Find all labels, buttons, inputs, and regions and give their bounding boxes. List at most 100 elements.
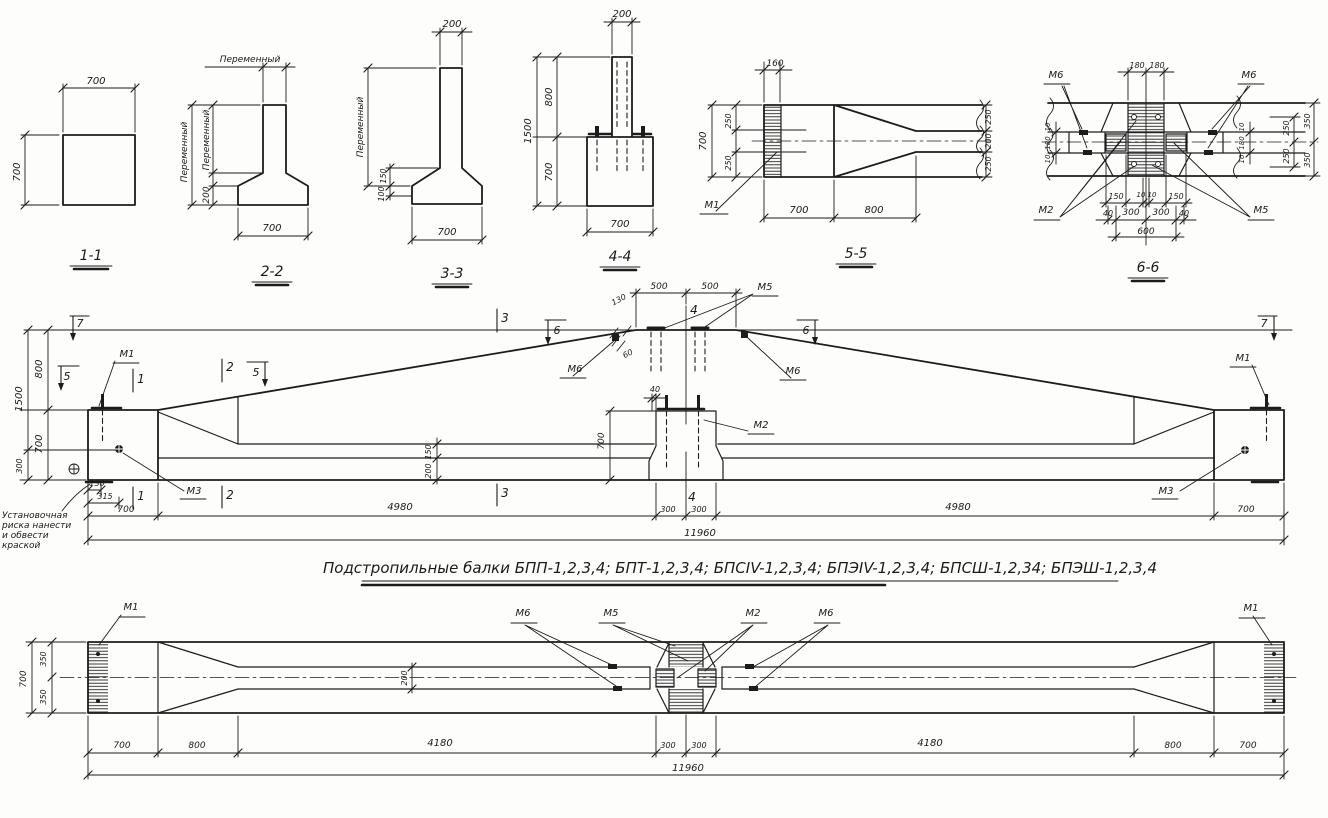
dim-label: 10 xyxy=(1238,122,1246,131)
dim-label: Переменный xyxy=(202,110,212,171)
dim-label: 315 xyxy=(97,492,112,501)
dim-label: 250 xyxy=(724,155,733,170)
dim-label: 1500 xyxy=(14,386,25,411)
dim-label: 800 xyxy=(188,741,205,751)
view-title: 5-5 xyxy=(845,246,868,262)
dim-label: 300 xyxy=(660,741,675,750)
dim-label: 200 xyxy=(202,186,212,203)
note-line: краской xyxy=(2,541,41,551)
part-mark-m2: М2 xyxy=(754,420,769,431)
dim-label: 10 xyxy=(1148,191,1157,199)
dim-label: 4980 xyxy=(387,502,412,513)
part-mark-m5: М5 xyxy=(1254,205,1269,216)
drawing-title-underline xyxy=(360,580,1119,587)
dim-label: 300 xyxy=(15,458,24,473)
dim-label: 11960 xyxy=(684,528,716,539)
part-mark-m6: М6 xyxy=(819,608,834,619)
part-mark-m1: М1 xyxy=(705,200,720,211)
dim-label: 200 xyxy=(984,133,993,148)
section-mark-4: 4 xyxy=(688,490,696,504)
view-title: 3-3 xyxy=(441,266,464,282)
section-view-6-6 xyxy=(1033,67,1321,283)
part-mark-m6: М6 xyxy=(1242,70,1257,81)
dim-label: 700 xyxy=(117,505,134,515)
dim-label: 10 xyxy=(1044,154,1052,163)
part-mark-m1: М1 xyxy=(124,602,139,613)
dim-label: 250 xyxy=(1282,148,1291,163)
dim-label: 800 xyxy=(864,205,883,216)
dim-label: 180 xyxy=(1149,61,1164,70)
dim-label: 500 xyxy=(650,282,667,292)
part-mark-m3: М3 xyxy=(1159,486,1174,497)
dim-label: Переменный xyxy=(220,55,281,65)
dim-label: 800 xyxy=(1164,741,1181,751)
dim-label: 11960 xyxy=(672,763,704,774)
dim-label: 500 xyxy=(701,282,718,292)
dim-label: 250 xyxy=(1282,120,1291,135)
dim-label: 700 xyxy=(1239,741,1256,751)
dim-label: 10 xyxy=(1044,122,1052,131)
dim-label: 700 xyxy=(1237,505,1254,515)
dim-label: 700 xyxy=(86,76,105,87)
dim-label: 700 xyxy=(789,205,808,216)
part-mark-m6: М6 xyxy=(516,608,531,619)
section-mark-3: 3 xyxy=(501,486,509,500)
part-mark-m3: М3 xyxy=(187,486,202,497)
dim-label: 300 xyxy=(660,505,675,514)
dim-label: 250 xyxy=(724,113,733,128)
dim-label: 4180 xyxy=(427,738,452,749)
part-mark-m2: М2 xyxy=(746,608,761,619)
dim-label: 300 xyxy=(691,741,706,750)
dim-label: Переменный xyxy=(180,122,190,183)
section-view-2-2 xyxy=(187,62,313,287)
part-mark-m5: М5 xyxy=(758,282,773,293)
dim-label: 200 xyxy=(442,19,461,30)
dim-label: 130 xyxy=(89,479,104,488)
dim-label: 700 xyxy=(437,227,456,238)
dim-label: 700 xyxy=(12,162,23,181)
section-mark-7: 7 xyxy=(1261,317,1268,330)
dim-label: 700 xyxy=(34,434,45,453)
dim-label: 250 xyxy=(984,109,993,124)
note-line: Установочная xyxy=(2,511,68,521)
dim-label: 350 xyxy=(1303,152,1312,167)
plan-view xyxy=(25,614,1297,780)
dim-label: 150 xyxy=(1168,192,1183,201)
dim-label: 150 xyxy=(424,444,433,459)
dim-label: 800 xyxy=(34,359,45,378)
part-mark-m1: М1 xyxy=(1236,353,1251,364)
dim-label: 180 xyxy=(1238,136,1246,150)
section-mark-3: 3 xyxy=(501,311,509,325)
dim-label: 700 xyxy=(113,741,130,751)
dim-label: 180 xyxy=(1044,136,1052,150)
dim-label: 350 xyxy=(39,689,48,704)
dim-label: 600 xyxy=(1137,227,1154,237)
dim-label: 250 xyxy=(984,156,993,171)
dim-label: 700 xyxy=(597,432,607,449)
dim-label: 150 xyxy=(1108,192,1123,201)
dim-label: 300 xyxy=(1122,208,1139,218)
section-view-3-3 xyxy=(363,27,487,289)
note-line: риска нанести xyxy=(1,521,71,531)
dim-label: 180 xyxy=(1129,61,1144,70)
dim-label: 60 xyxy=(621,347,634,360)
dim-label: 10 xyxy=(1238,154,1246,163)
dim-label: 700 xyxy=(698,131,709,150)
section-mark-6: 6 xyxy=(803,324,810,337)
dim-label: 4180 xyxy=(917,738,942,749)
view-title: 4-4 xyxy=(609,249,632,265)
section-view-4-4 xyxy=(532,17,658,272)
dim-label: 700 xyxy=(610,219,629,230)
part-mark-m2: М2 xyxy=(1039,205,1054,216)
drawing-title: Подстропильные балки БПП-1,2,3,4; БПТ-1,… xyxy=(323,559,1157,577)
part-mark-m5: М5 xyxy=(604,608,619,619)
section-view-5-5 xyxy=(699,61,993,269)
dim-label: 130 xyxy=(610,292,628,307)
